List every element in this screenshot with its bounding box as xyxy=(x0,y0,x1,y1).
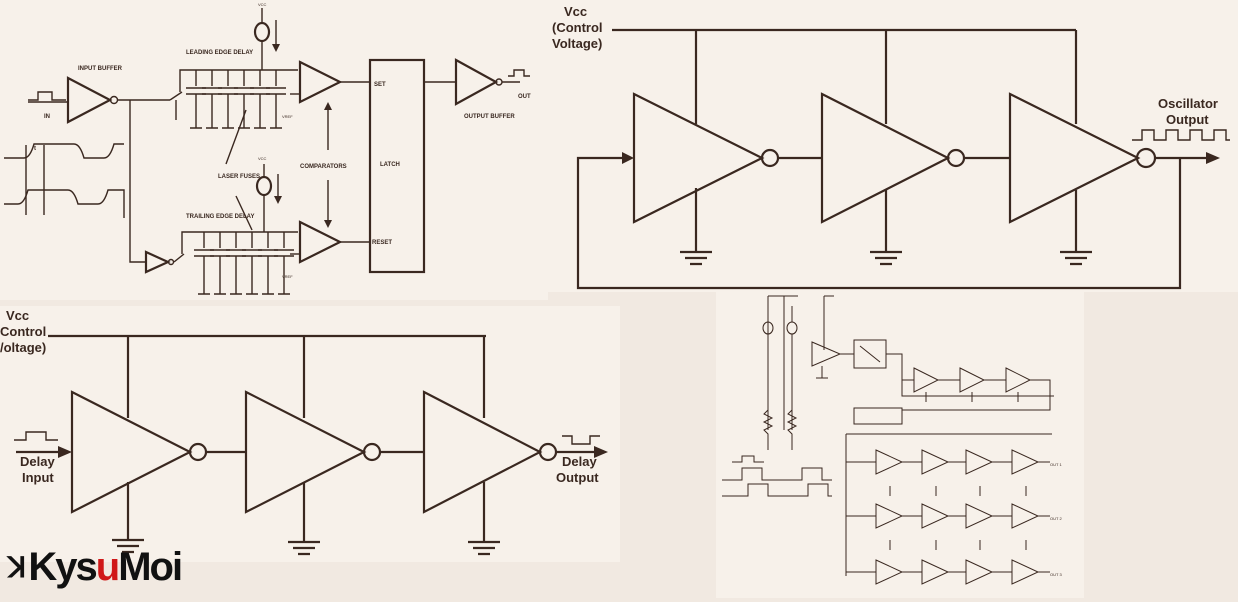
delay-output-waveform xyxy=(562,435,600,445)
input-buffer-triangle xyxy=(66,76,113,124)
delay-output-line1: Delay xyxy=(562,454,597,469)
dl-vcc-line2: Control xyxy=(0,324,46,339)
multi-tap-delay-schematic: OUT 1 OUT 2 OUT 3 xyxy=(716,290,1084,598)
delay-inverter-3 xyxy=(422,390,543,514)
oscillator-output-line1: Oscillator xyxy=(1158,96,1218,111)
logo-text-part2: Moi xyxy=(118,544,183,589)
in-label: IN xyxy=(44,114,50,120)
dl-vcc-line3: /oltage) xyxy=(0,340,46,355)
vcc-label-line1: Vcc xyxy=(564,4,587,19)
timing-waveforms: t xyxy=(4,143,125,218)
out-label: OUT xyxy=(518,94,531,100)
leading-edge-label: LEADING EDGE DELAY xyxy=(186,50,253,56)
logo-text: KysuMoi xyxy=(28,544,183,590)
out3-label: OUT 3 xyxy=(1050,572,1062,577)
ring-oscillator-schematic: Vcc (Control Voltage) Oscillator Output xyxy=(548,0,1238,292)
leading-edge-cap-array xyxy=(186,70,286,129)
output-buffer-triangle xyxy=(454,58,499,106)
kysumoi-logo: ꓘ KysuMoi xyxy=(8,542,183,592)
trailing-edge-cap-array xyxy=(194,232,294,295)
timing-label: t xyxy=(34,146,36,152)
vcc-top-label: VCC xyxy=(258,2,267,7)
comparators-label: COMPARATORS xyxy=(300,164,347,170)
out2-label: OUT 2 xyxy=(1050,516,1062,521)
latch-block xyxy=(368,58,426,274)
logo-mark-icon: ꓘ xyxy=(8,551,27,583)
out1-label: OUT 1 xyxy=(1050,462,1062,467)
input-buffer-label: INPUT BUFFER xyxy=(78,66,123,72)
delay-line-schematic: Vcc Control /oltage) Delay Input Delay O… xyxy=(0,306,620,562)
vcc-bottom-label: VCC xyxy=(258,156,267,161)
trailing-edge-label: TRAILING EDGE DELAY xyxy=(186,214,254,220)
delay-output-line2: Output xyxy=(556,470,599,485)
oscillator-output-line2: Output xyxy=(1166,112,1209,127)
input-buffer-bubble xyxy=(109,95,119,105)
comparator-top xyxy=(298,60,343,104)
vcc-label-line3: Voltage) xyxy=(552,36,602,51)
output-buffer-label: OUTPUT BUFFER xyxy=(464,114,515,120)
laser-fuses-label: LASER FUSES xyxy=(218,174,260,180)
delay-input-line2: Input xyxy=(22,470,54,485)
dl-vcc-line1: Vcc xyxy=(6,308,29,323)
delay-input-waveform xyxy=(14,431,58,441)
trailing-inverter xyxy=(144,250,171,274)
comparator-bottom xyxy=(298,220,343,264)
set-label: SET xyxy=(374,82,386,88)
logo-text-accent: u xyxy=(95,544,120,589)
vcc-label-line2: (Control xyxy=(552,20,603,35)
latch-label: LATCH xyxy=(380,162,400,168)
reset-label: RESET xyxy=(372,240,392,246)
delay-generator-schematic: IN INPUT BUFFER t LEADING EDGE DELAY VCC… xyxy=(0,0,548,300)
vref-top-label: VREF xyxy=(282,114,293,119)
oscillator-output-waveform xyxy=(1132,129,1230,141)
vref-bottom-label: VREF xyxy=(282,274,293,279)
logo-text-part1: Kys xyxy=(28,544,97,589)
ring-inverter-3 xyxy=(1008,92,1141,224)
delay-input-line1: Delay xyxy=(20,454,55,469)
delay-inverter-1 xyxy=(70,390,193,514)
